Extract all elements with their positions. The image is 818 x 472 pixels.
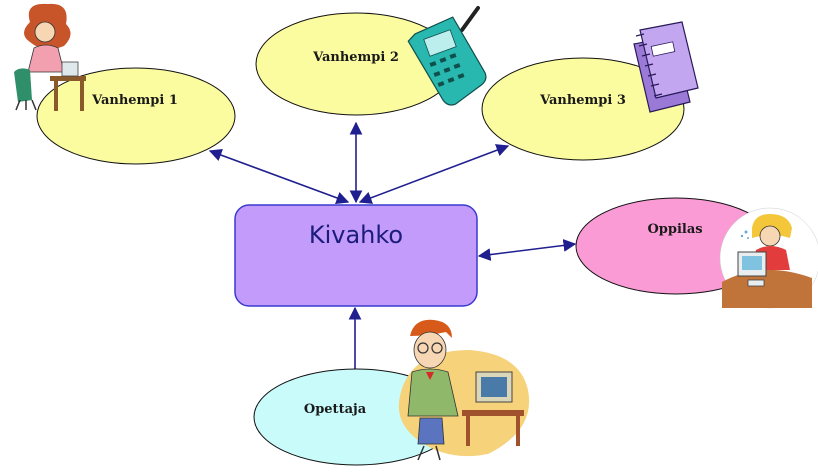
- node-parent2[interactable]: Vanhempi 2: [255, 12, 457, 116]
- teacher-label: Opettaja: [304, 402, 367, 417]
- notebook-icon: [633, 21, 699, 113]
- parent2-label: Vanhempi 2: [312, 50, 399, 65]
- connector-student: [477, 239, 577, 261]
- connector-parent1: [208, 148, 350, 205]
- parent1-ellipse: [36, 67, 236, 165]
- student-at-computer-icon: [719, 207, 818, 309]
- student-label: Oppilas: [647, 222, 702, 237]
- parent3-label: Vanhempi 3: [539, 93, 626, 108]
- woman-at-desk-icon: [14, 3, 86, 111]
- node-parent3[interactable]: Vanhempi 3: [481, 57, 685, 161]
- parent3-ellipse: [481, 57, 685, 161]
- connectors: [208, 121, 577, 384]
- center-node[interactable]: Kivahko: [234, 204, 478, 307]
- mobile-phone-icon: [407, 6, 487, 106]
- teacher-at-computer-icon: [398, 319, 530, 461]
- center-box: [234, 204, 478, 307]
- center-label: Kivahko: [309, 221, 403, 249]
- connector-parent3: [358, 144, 510, 204]
- parent1-label: Vanhempi 1: [91, 93, 178, 108]
- node-parent1[interactable]: Vanhempi 1: [36, 67, 236, 165]
